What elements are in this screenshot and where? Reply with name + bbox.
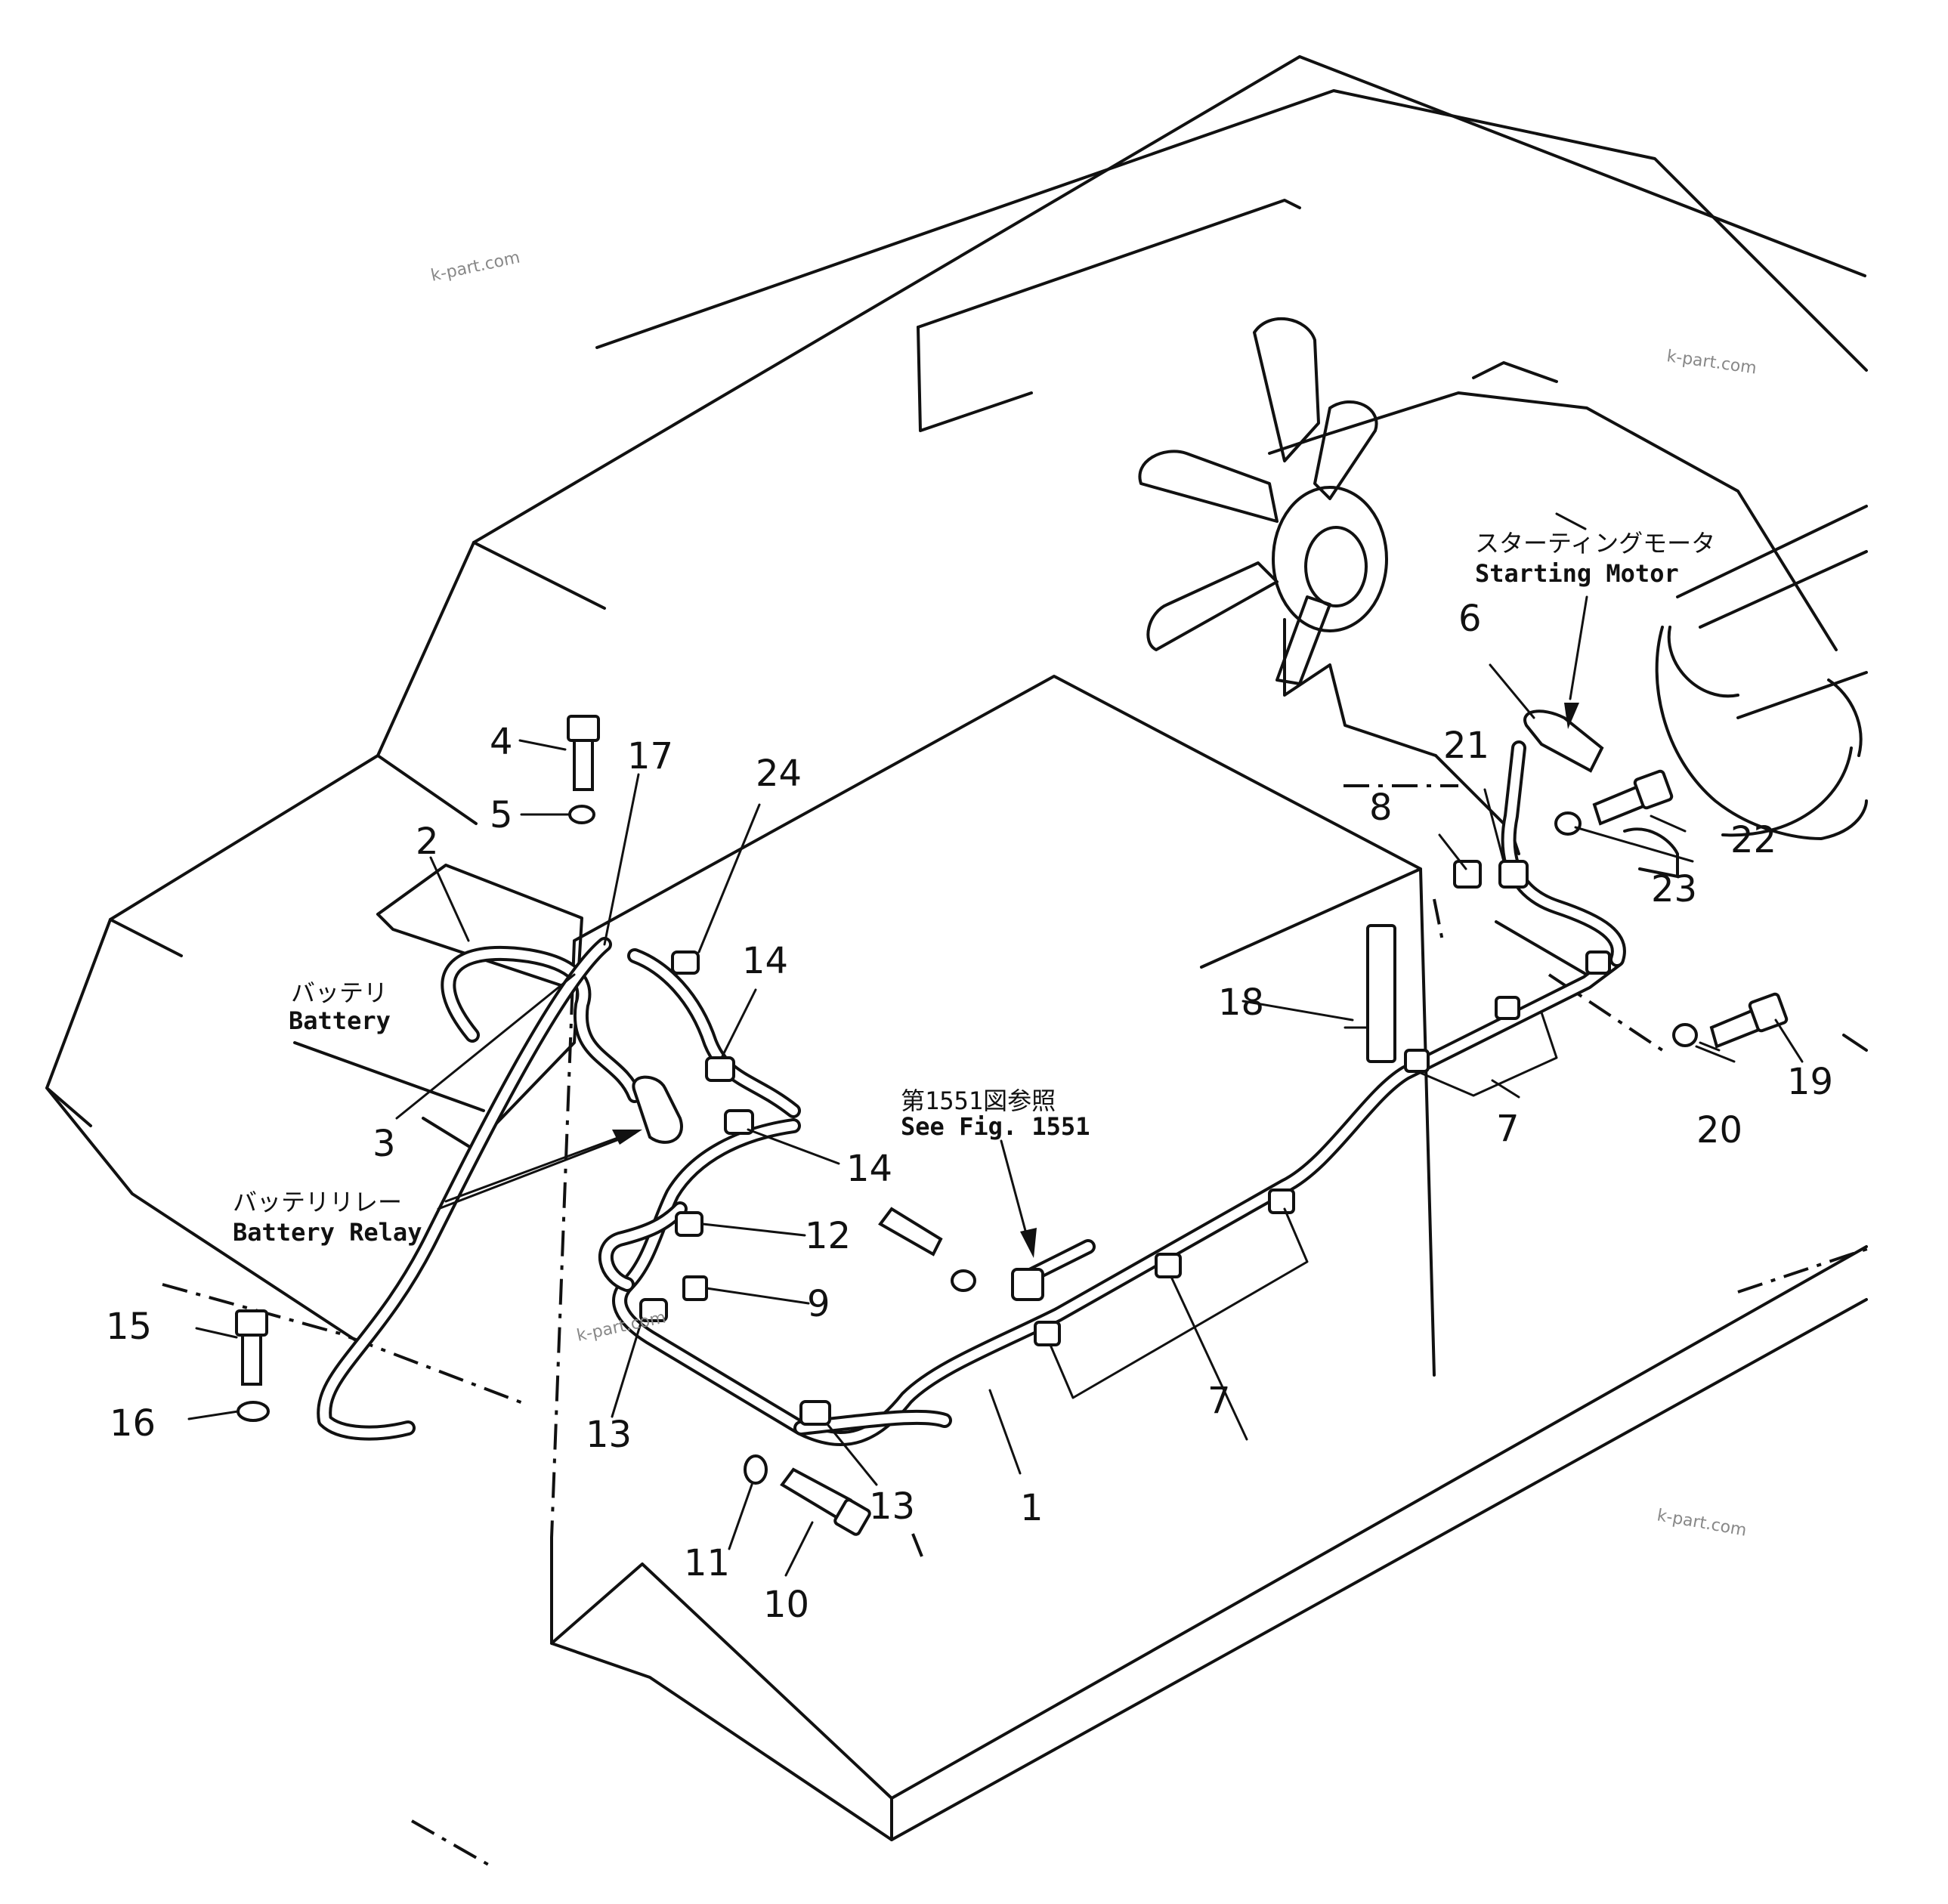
part-number-3: 3 [373,1123,396,1165]
see-fig-label-jp: 第1551図参照 [901,1086,1056,1115]
battery-cable-harness [317,740,1626,1446]
battery-relay-label-jp: バッテリリレー [233,1188,402,1216]
battery-label-en: Battery [289,1006,391,1035]
part-number-20: 20 [1696,1109,1742,1151]
machine-frame-outline [45,55,1868,1841]
part-number-22: 22 [1730,819,1776,861]
part-number-4: 4 [490,721,513,763]
part-number-11: 11 [684,1542,730,1584]
reference-lines [162,784,1875,1868]
part-number-15: 15 [106,1306,152,1348]
part-number-labels: 1 2 3 4 5 6 7 7 8 9 10 11 12 13 13 14 14… [106,598,1833,1626]
parts-hardware [235,709,1789,1536]
part-number-1: 1 [1020,1487,1044,1529]
engine-assembly [1138,317,1868,878]
part-number-16: 16 [110,1402,156,1445]
part-number-7-lower: 7 [1207,1380,1231,1422]
watermarks: k-part.com k-part.com k-part.com k-part.… [429,249,1758,1541]
part-number-8: 8 [1369,787,1393,829]
part-number-17: 17 [627,735,673,777]
part-number-5: 5 [490,794,513,836]
leader-lines [187,512,1804,1577]
part-number-9: 9 [807,1283,830,1325]
part-number-24: 24 [756,753,802,795]
part-number-2: 2 [416,821,439,863]
battery-label-jp: バッテリ [291,978,388,1007]
part-number-13-left: 13 [586,1414,632,1456]
battery-relay-label-en: Battery Relay [233,1218,422,1247]
watermark-3: k-part.com [1656,1506,1748,1540]
see-fig-label-en: See Fig. 1551 [901,1112,1090,1141]
annotations: バッテリ Battery バッテリリレー Battery Relay スターティ… [233,529,1715,1247]
part-number-14-lower: 14 [846,1148,892,1190]
watermark-2: k-part.com [1665,347,1758,378]
part-number-12: 12 [805,1215,851,1257]
part-number-13-right: 13 [869,1485,915,1528]
part-number-6: 6 [1458,598,1482,640]
part-number-14-upper: 14 [742,940,788,982]
part-number-7-upper: 7 [1496,1108,1520,1150]
starting-motor-label-en: Starting Motor [1475,559,1679,588]
starting-motor-label-jp: スターティングモータ [1475,529,1715,558]
part-number-23: 23 [1651,868,1697,910]
part-number-19: 19 [1787,1061,1833,1103]
part-number-21: 21 [1443,725,1489,767]
part-number-18: 18 [1218,981,1264,1024]
watermark-1: k-part.com [429,249,521,286]
part-number-10: 10 [763,1584,809,1626]
